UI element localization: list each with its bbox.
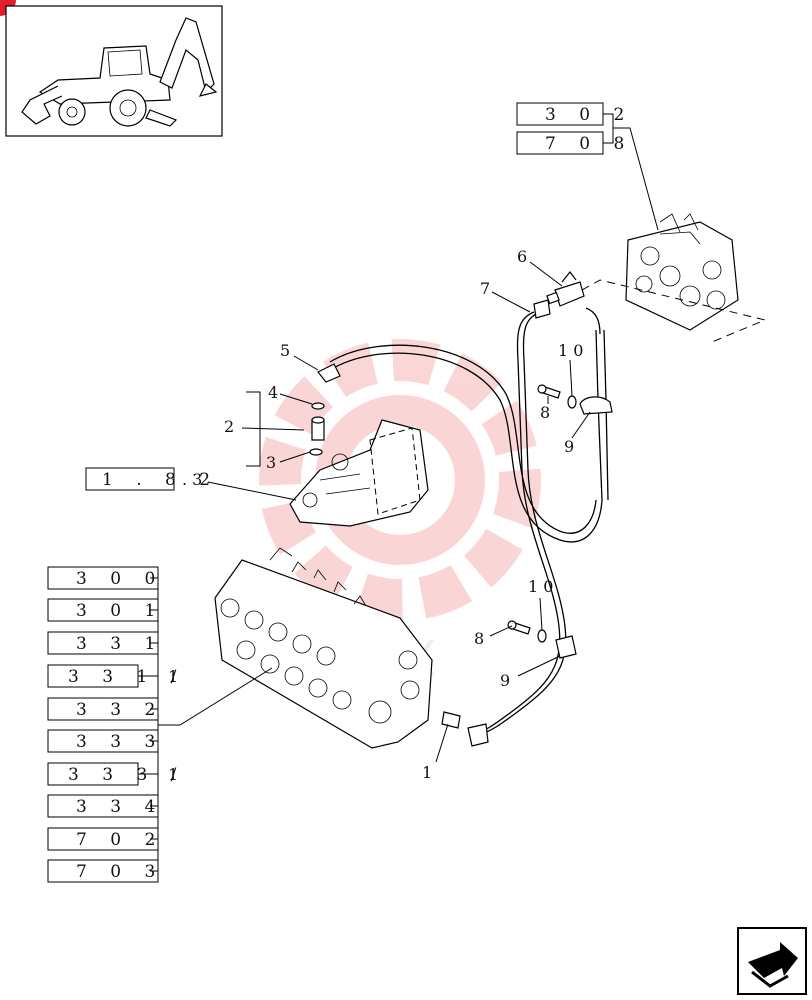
- ref-label-334[interactable]: 3 3 4: [76, 797, 164, 817]
- callout-labels: 5 4 2 3 6 7 1 0 8 9 1 0 8 9 1: [224, 247, 583, 782]
- clamp-lower: [555, 635, 577, 659]
- ref-group-pump: 1 . 8 2 . 3: [85, 467, 297, 501]
- ref-label-333-1[interactable]: 3 3 3 /: [68, 765, 185, 785]
- ref-label-332[interactable]: 3 3 2: [76, 700, 164, 720]
- ref-label-703[interactable]: 7 0 3: [76, 862, 164, 882]
- washer-upper: [567, 395, 577, 409]
- hydraulic-hoses: [317, 299, 609, 747]
- callout-9-upper: 9: [564, 437, 574, 456]
- ref-group-left-column: 3 0 0 3 0 1 3 3 1 3 3 1 / 1 3 3 2 3 3 3 …: [47, 566, 273, 883]
- callout-6: 6: [517, 247, 527, 266]
- ref-label-302[interactable]: 3 0 2: [545, 105, 633, 125]
- adapter-stack: [309, 402, 325, 456]
- callout-7: 7: [480, 279, 490, 298]
- washer-lower: [537, 629, 547, 643]
- ref-label-182[interactable]: 1 . 8 2: [102, 470, 219, 490]
- auxiliary-valve-block: [581, 213, 767, 343]
- ref-label-331-1[interactable]: 3 3 1 /: [68, 667, 185, 687]
- callout-leaders: [241, 261, 591, 763]
- callout-1: 1: [422, 763, 432, 782]
- ref-suffix-331-1: 1: [168, 667, 178, 686]
- callout-8-lower: 8: [474, 629, 484, 648]
- ref-box-182[interactable]: [85, 467, 175, 491]
- next-page-arrow-icon[interactable]: [737, 927, 807, 995]
- callout-2: 2: [224, 417, 234, 436]
- ref-label-702[interactable]: 7 0 2: [76, 830, 164, 850]
- callout-9-lower: 9: [500, 671, 510, 690]
- bolt-upper: [537, 384, 561, 399]
- ref-label-708[interactable]: 7 0 8: [545, 134, 633, 154]
- ref-label-300[interactable]: 3 0 0: [76, 569, 164, 589]
- hydraulic-pump: [289, 419, 429, 527]
- main-control-valve: [214, 547, 461, 749]
- ref-label-301[interactable]: 3 0 1: [76, 601, 164, 621]
- callout-10-lower: 1 0: [528, 577, 553, 596]
- tee-fitting: [546, 271, 585, 307]
- ref-label-333[interactable]: 3 3 3: [76, 732, 164, 752]
- ref-label-331[interactable]: 3 3 1: [76, 634, 164, 654]
- backhoe-loader-thumbnail: [5, 5, 223, 137]
- ref-suffix-333-1: 1: [168, 765, 178, 784]
- callout-5: 5: [280, 341, 290, 360]
- callout-10-upper: 1 0: [558, 341, 583, 360]
- ref-group-top-right: 3 0 2 7 0 8: [516, 102, 659, 231]
- callout-3: 3: [266, 453, 276, 472]
- callout-4: 4: [268, 383, 278, 402]
- callout-8-upper: 8: [540, 403, 550, 422]
- clamp-upper: [579, 396, 613, 415]
- ref-suffix-182: . 3: [182, 470, 202, 489]
- bolt-lower: [507, 620, 531, 635]
